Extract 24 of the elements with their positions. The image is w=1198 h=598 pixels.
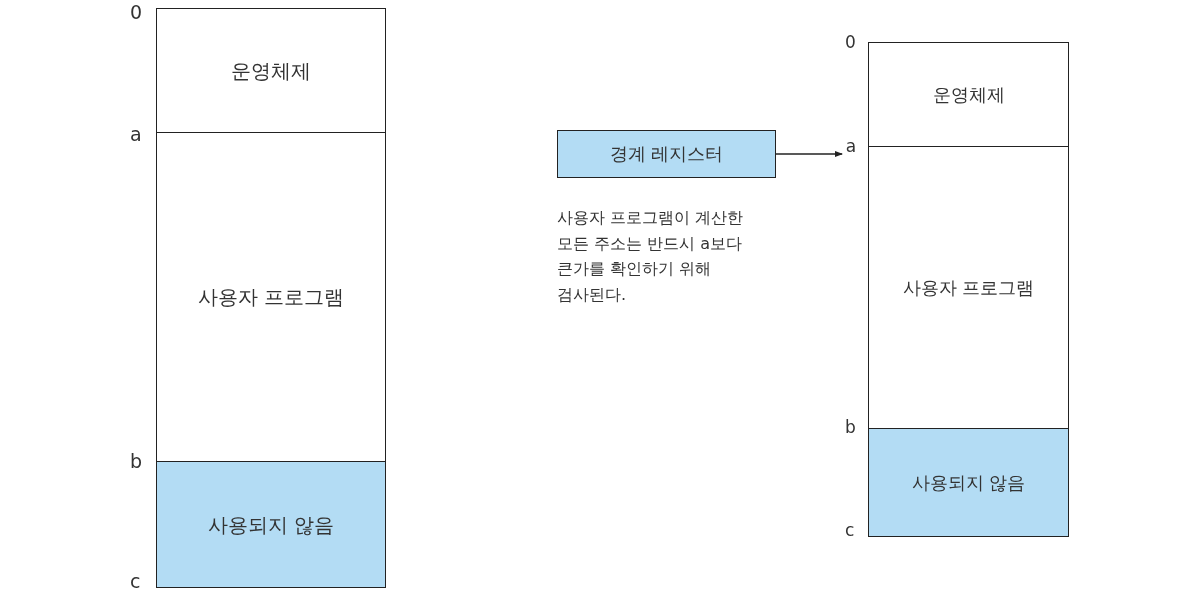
register-box <box>557 130 776 178</box>
memory-segment <box>868 42 1069 147</box>
address-label: b <box>130 452 143 471</box>
segment-label: 운영체제 <box>932 82 1005 107</box>
address-label: 0 <box>845 34 856 51</box>
address-label: b <box>845 419 856 436</box>
segment-label: 경계 레지스터 <box>609 142 724 167</box>
memory-segment <box>156 461 386 588</box>
note-text: 사용자 프로그램이 계산한 모든 주소는 반드시 a보다 큰가를 확인하기 위해 검사된다. <box>557 207 745 306</box>
segment-label: 사용되지 않음 <box>207 511 335 539</box>
memory-segment <box>156 8 386 133</box>
segment-label: 운영체제 <box>231 57 311 85</box>
memory-segment <box>156 132 386 462</box>
address-label: 0 <box>130 3 143 22</box>
address-label: a <box>845 138 857 157</box>
segment-label: 사용자 프로그램 <box>902 275 1035 300</box>
arrow <box>775 151 843 157</box>
address-label: a <box>130 125 142 144</box>
address-label: c <box>130 572 141 591</box>
segment-label: 사용되지 않음 <box>911 470 1026 495</box>
segment-label: 사용자 프로그램 <box>197 284 345 311</box>
address-label: c <box>845 522 855 539</box>
memory-segment <box>868 428 1069 537</box>
memory-segment <box>868 146 1069 429</box>
